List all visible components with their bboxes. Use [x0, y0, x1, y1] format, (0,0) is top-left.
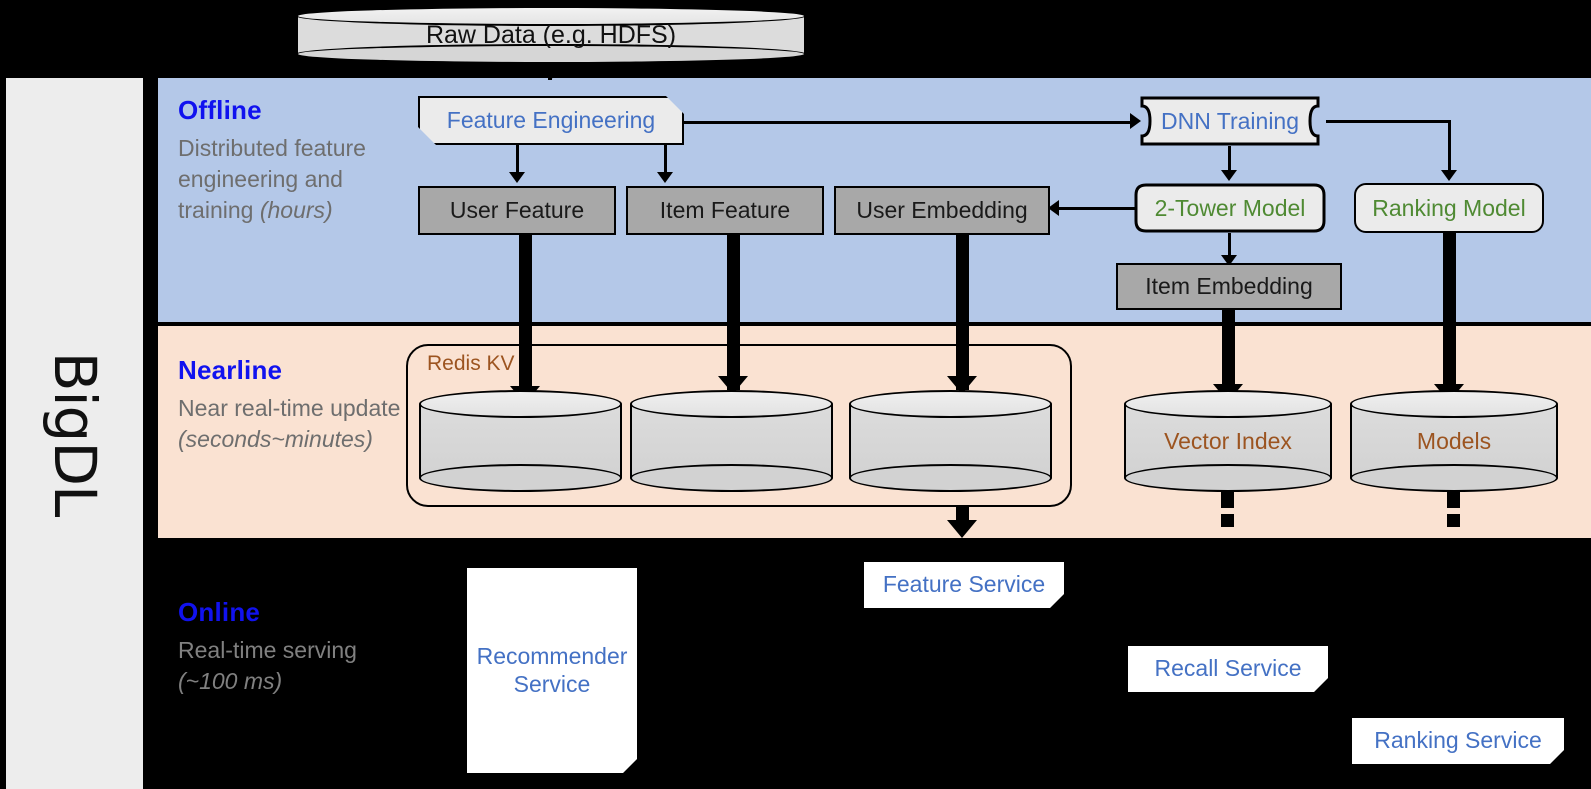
arrowhead-rawdata-fe — [538, 62, 564, 80]
pipe-vectorindex-down-a — [1221, 492, 1234, 508]
feature-service-label: Feature Service — [882, 571, 1046, 598]
cylinder-top — [849, 390, 1052, 418]
arrowhead-fe-itemfeature — [657, 172, 673, 183]
node-user-embedding[interactable]: User Embedding — [834, 186, 1050, 235]
arrowhead-fe-dnn — [1130, 113, 1141, 129]
band-desc-nearline-italic: (seconds~minutes) — [178, 425, 373, 452]
cylinder-bottom — [1350, 464, 1558, 492]
connector-fe-userfeature — [516, 145, 519, 177]
node-two-tower-model[interactable]: 2-Tower Model — [1134, 183, 1326, 233]
dnn-training-label: DNN Training — [1160, 107, 1300, 134]
cylinder-top — [1124, 390, 1332, 418]
band-desc-offline-text: Distributed feature engineering and trai… — [178, 134, 366, 223]
raw-data-label: Raw Data (e.g. HDFS) — [425, 20, 677, 49]
cylinder-models: Models — [1350, 390, 1558, 492]
pipe-models-down-b — [1447, 514, 1460, 527]
arrowhead-twotower-userembedding — [1048, 200, 1059, 216]
pipe-redis-featureservice — [956, 507, 969, 524]
node-dnn-training[interactable]: DNN Training — [1134, 96, 1326, 146]
pipe-models-down-a — [1447, 492, 1460, 508]
cylinder-user-embedding-store — [849, 390, 1052, 492]
cylinder-user-feature-store — [419, 390, 622, 492]
band-heading-offline: Offline Distributed feature engineering … — [178, 96, 403, 226]
cylinder-top — [296, 6, 806, 26]
node-ranking-model[interactable]: Ranking Model — [1354, 183, 1544, 233]
node-recommender-service[interactable]: Recommender Service — [467, 568, 637, 773]
connector-dnn-twotower — [1228, 146, 1231, 174]
arrowhead-twotower-itemembedding — [1221, 255, 1237, 266]
cylinder-item-feature-store — [630, 390, 833, 492]
models-label: Models — [1416, 427, 1492, 454]
band-heading-nearline: Nearline Near real-time update (seconds~… — [178, 356, 403, 455]
bigdl-label: BigDL — [40, 351, 109, 516]
cylinder-top — [419, 390, 622, 418]
recommender-service-label: Recommender Service — [476, 642, 628, 697]
node-recall-service[interactable]: Recall Service — [1128, 646, 1328, 692]
pipe-userfeature-redis — [519, 235, 532, 400]
arrowhead-dnn-twotower — [1221, 170, 1237, 181]
user-embedding-label: User Embedding — [856, 197, 1028, 224]
ranking-service-label: Ranking Service — [1374, 727, 1542, 754]
band-title-online: Online — [178, 597, 261, 627]
band-desc-nearline-text: Near real-time update — [178, 394, 401, 421]
arrowhead-redis-featureservice — [947, 520, 977, 538]
two-tower-model-label: 2-Tower Model — [1154, 194, 1306, 221]
cylinder-bottom — [419, 464, 622, 492]
connector-dnn-ranking-v — [1448, 120, 1451, 176]
node-feature-engineering[interactable]: Feature Engineering — [418, 96, 684, 145]
band-heading-online: Online Real-time serving (~100 ms) — [178, 598, 403, 697]
node-item-feature[interactable]: Item Feature — [626, 186, 824, 235]
connector-dnn-ranking-h — [1326, 120, 1450, 123]
redis-kv-container — [406, 344, 1072, 507]
bigdl-rail: BigDL — [6, 78, 143, 789]
cylinder-bottom — [630, 464, 833, 492]
node-user-feature[interactable]: User Feature — [418, 186, 616, 235]
item-feature-label: Item Feature — [659, 197, 791, 224]
ranking-model-label: Ranking Model — [1372, 194, 1526, 221]
recall-service-label: Recall Service — [1154, 655, 1302, 682]
vector-index-label: Vector Index — [1164, 427, 1292, 454]
node-ranking-service[interactable]: Ranking Service — [1352, 718, 1564, 764]
pipe-rankingmodel-models — [1443, 233, 1456, 398]
feature-engineering-label: Feature Engineering — [446, 107, 656, 134]
band-title-offline: Offline — [178, 95, 262, 125]
item-embedding-label: Item Embedding — [1145, 273, 1313, 300]
cylinder-vector-index: Vector Index — [1124, 390, 1332, 492]
node-item-embedding[interactable]: Item Embedding — [1116, 263, 1342, 310]
user-feature-label: User Feature — [449, 197, 585, 224]
pipe-itemembedding-vectorindex — [1222, 310, 1235, 398]
node-feature-service[interactable]: Feature Service — [864, 562, 1064, 608]
band-desc-online: Real-time serving (~100 ms) — [178, 635, 403, 697]
arrowhead-fe-userfeature — [509, 172, 525, 183]
pipe-itemfeature-redis — [727, 235, 740, 390]
band-desc-offline: Distributed feature engineering and trai… — [178, 133, 403, 226]
connector-twotower-userembedding — [1056, 207, 1136, 210]
connector-fe-itemfeature — [664, 145, 667, 177]
arrowhead-dnn-ranking — [1441, 170, 1457, 181]
connector-twotower-itemembedding — [1228, 233, 1231, 259]
cylinder-bottom — [849, 464, 1052, 492]
raw-data-cylinder: Raw Data (e.g. HDFS) — [296, 6, 806, 64]
redis-kv-label: Redis KV — [427, 352, 515, 375]
band-title-nearline: Nearline — [178, 355, 283, 385]
cylinder-bottom — [1124, 464, 1332, 492]
band-desc-online-text: Real-time serving — [178, 636, 357, 663]
pipe-vectorindex-down-b — [1221, 514, 1234, 527]
cylinder-top — [1350, 390, 1558, 418]
connector-fe-dnn — [684, 121, 1132, 124]
cylinder-top — [630, 390, 833, 418]
band-desc-offline-italic: (hours) — [259, 196, 333, 223]
band-desc-online-italic: (~100 ms) — [178, 667, 283, 694]
band-desc-nearline: Near real-time update (seconds~minutes) — [178, 393, 403, 455]
pipe-userembedding-redis — [956, 235, 969, 390]
